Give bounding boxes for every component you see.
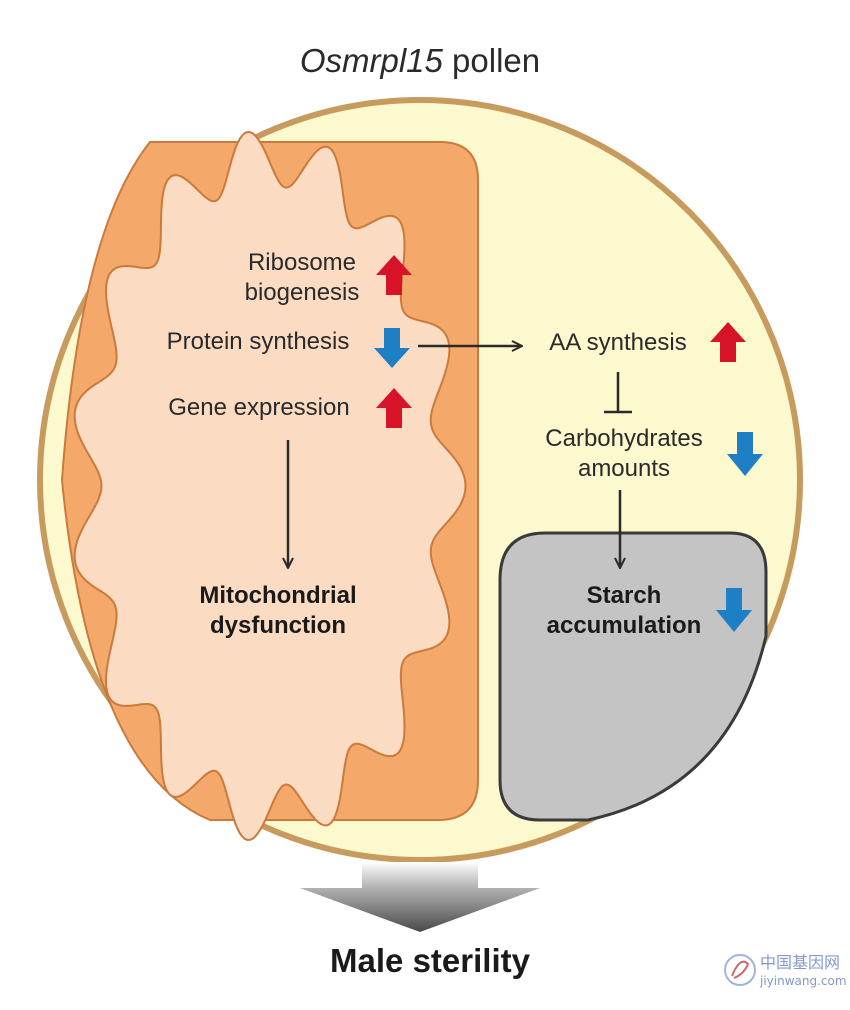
dysfunction-label-line2: dysfunction: [210, 612, 346, 639]
ribosome-up-arrow-icon: [376, 255, 412, 295]
watermark-site-url: jiyinwang.com: [759, 974, 847, 988]
title-suffix: pollen: [443, 42, 540, 79]
dysfunction-label-line1: Mitochondrial: [199, 582, 356, 609]
carbohydrates-down-arrow-icon: [727, 432, 763, 476]
amyloplast: [498, 531, 768, 822]
gene-expression-up-arrow-icon: [376, 388, 412, 428]
ribosome-label-line2: biogenesis: [245, 279, 360, 306]
starch-label-line2: accumulation: [547, 612, 702, 639]
starch-label-line1: Starch: [587, 582, 662, 609]
watermark-logo-icon: [724, 954, 756, 986]
aa-synthesis-up-arrow-icon: [710, 322, 746, 362]
watermark-site-cn: 中国基因网: [760, 953, 840, 972]
figure-title: Osmrpl15 pollen: [300, 42, 540, 79]
aa-synthesis-label: AA synthesis: [549, 329, 686, 356]
protein-synthesis-down-arrow-icon: [374, 328, 410, 368]
outcome-label: Male sterility: [330, 942, 531, 979]
gene-name: Osmrpl15: [300, 42, 444, 79]
mitochondrion-inner-membrane: [73, 131, 467, 841]
carbohydrates-label-line2: amounts: [578, 455, 670, 482]
gene-expression-label: Gene expression: [168, 394, 349, 421]
carbohydrates-label-line1: Carbohydrates: [545, 425, 702, 452]
ribosome-label-line1: Ribosome: [248, 249, 356, 276]
starch-down-arrow-icon: [716, 588, 752, 632]
watermark: 中国基因网 jiyinwang.com: [724, 953, 847, 988]
outcome-arrow-icon: [300, 862, 540, 932]
protein-synthesis-label: Protein synthesis: [167, 328, 350, 355]
